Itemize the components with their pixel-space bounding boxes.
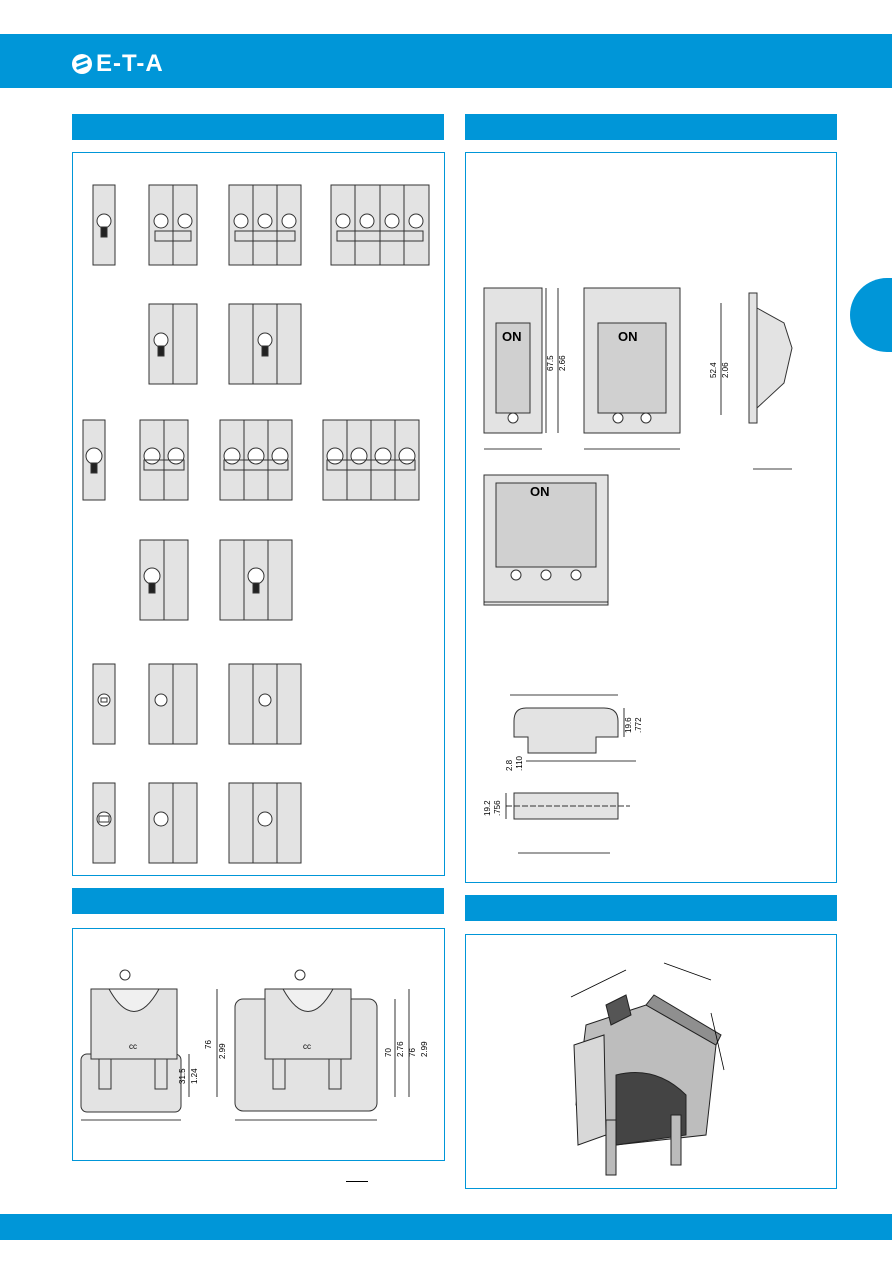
breaker-2-pole-guard-single [139,539,189,621]
breaker-2-pole-guard [139,419,189,501]
eta-logo-icon [72,54,92,74]
dim-left-c: 31.5 [178,1068,187,1084]
side-profile [513,707,619,754]
dim-right-b: 2.76 [396,1041,405,1057]
dim-left-d: 1.24 [190,1068,199,1084]
breaker-2-pole-single-toggle [148,303,198,385]
product-view-panel [465,934,837,1189]
section-bar-bottom-right [465,895,837,921]
breaker-1-pole-toggle [92,184,116,266]
dimensions-panel: 67.5 2.66 52.4 2.06 19.6 .772 2.8 .110 1… [465,152,837,883]
dim-left-a: 76 [204,1040,213,1049]
breaker-3-pole-guard [219,419,293,501]
header-bar [0,34,892,88]
breaker-3-pole-pushbutton [228,663,302,745]
dim-side-a: 19.6 [624,717,633,733]
dim-bottom-b: .756 [493,800,502,816]
breaker-2-pole-toggle [148,184,198,266]
breaker-3-pole-rocker [228,782,302,864]
breaker-4-pole-guard [322,419,420,501]
dim-side-c: 2.8 [505,759,514,771]
dim-bottom-a: 19.2 [483,800,492,816]
dim-d1: 67.5 [546,355,555,371]
on-label-2-pole: ON [618,329,638,344]
on-label-3-pole: ON [530,484,550,499]
breaker-1-pole-guard [82,419,106,501]
dimensions-drawing: 67.5 2.66 52.4 2.06 19.6 .772 2.8 .110 1… [483,287,793,854]
mounting-panel: 76 2.99 31.5 1.24 70 2.76 76 2.99 cc cc [72,928,445,1161]
page-separator [346,1181,368,1182]
dim-d3: 52.4 [709,362,718,378]
breaker-2-pole-rocker [148,782,198,864]
breaker-3-pole-guard-single [219,539,293,621]
dim-d4: 2.06 [721,362,730,378]
side-view [748,292,758,424]
breaker-1-pole-rocker [92,782,116,864]
logo-text: E-T-A [96,50,164,77]
cert-mark-left: cc [129,1042,137,1051]
dim-side-d: .110 [515,755,524,771]
breaker-1-pole-pushbutton [92,663,116,745]
footer-bar [0,1214,892,1240]
dim-right-d: 2.99 [420,1041,429,1057]
dim-right-c: 76 [408,1048,417,1057]
side-tab [850,278,892,352]
mounting-drawing: 76 2.99 31.5 1.24 70 2.76 76 2.99 cc cc [80,969,429,1121]
breaker-3-pole-toggle [228,184,302,266]
dim-side-b: .772 [634,717,643,733]
dim-left-b: 2.99 [218,1043,227,1059]
dim-right-a: 70 [384,1048,393,1057]
section-bar-top-left [72,114,444,140]
breaker-2-pole-pushbutton [148,663,198,745]
breaker-3-pole-single-toggle [228,303,302,385]
dim-d2: 2.66 [558,355,567,371]
variants-drawing [82,184,430,864]
eta-logo: E-T-A [72,50,164,77]
on-label-1-pole: ON [502,329,522,344]
section-bar-top-right [465,114,837,140]
product-3d-drawing [570,962,725,1176]
section-bar-bottom-left [72,888,444,914]
variants-panel [72,152,445,876]
cert-mark-right: cc [303,1042,311,1051]
breaker-4-pole-toggle [330,184,430,266]
